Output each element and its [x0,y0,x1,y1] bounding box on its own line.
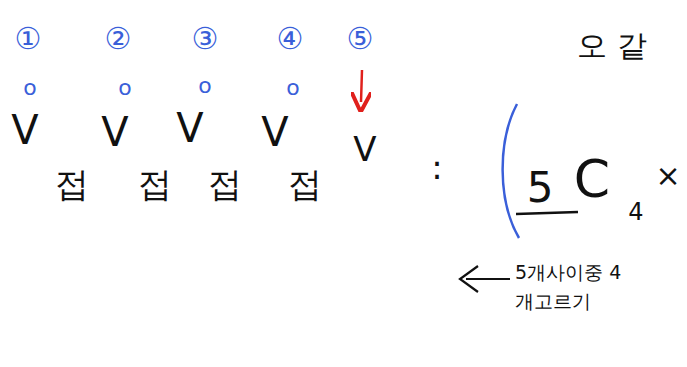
v-mark: V [11,108,38,152]
v-mark: V [261,110,288,154]
v-mark: V [353,131,376,168]
blue-bracket [503,104,519,238]
hangul-mark: 접 [55,166,89,203]
v-mark: V [176,106,203,150]
small-circle: o [198,74,211,98]
leader-arrow [460,266,510,292]
times-sign: × [655,159,680,192]
red-arrow [361,70,362,102]
combination-r: 4 [628,199,643,225]
underline [516,212,578,214]
hangul-mark: 접 [138,166,172,203]
small-circle: o [286,76,299,100]
colon: : [431,149,442,186]
circled-number: ① [15,22,42,55]
circled-number: ⑤ [347,22,374,55]
combination-n: 5 [527,165,554,211]
combination-c: C [574,151,610,208]
v-mark: V [101,110,128,154]
hangul-mark: 접 [208,166,242,203]
note-text: 5개사이중 4개고르기 [515,258,627,315]
small-circle: o [23,76,36,100]
circled-number: ② [105,22,132,55]
small-circle: o [118,76,131,100]
corner-note: 오 같 [577,29,647,62]
circled-number: ④ [277,22,304,55]
circled-number: ③ [192,22,219,55]
hangul-mark: 접 [288,166,322,203]
